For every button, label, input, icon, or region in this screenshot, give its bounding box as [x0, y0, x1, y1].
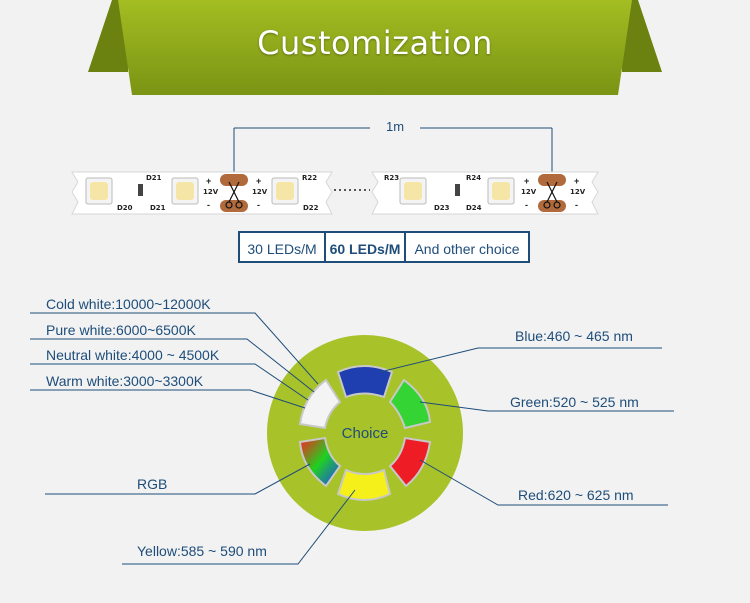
resistor [138, 184, 143, 196]
density-option-other: And other choice [414, 241, 520, 257]
rgb-segment [298, 436, 342, 488]
plus-sign: + [524, 176, 529, 186]
leader-line-neutral-white [30, 363, 309, 401]
component-code: D24 [466, 204, 482, 212]
scissors-icon [543, 181, 561, 209]
resistor [455, 184, 460, 196]
scissors-icon [225, 181, 243, 209]
green-segment [388, 378, 432, 430]
density-option-60: 60 LEDs/M [326, 233, 406, 261]
component-code: D21 [146, 174, 162, 182]
blue-segment [336, 365, 394, 399]
label-yellow: Yellow:585 ~ 590 nm [137, 543, 267, 559]
page-title: Customization [257, 24, 493, 62]
red-segment [388, 436, 432, 488]
choice-label: Choice [341, 425, 389, 442]
label-cold-white: Cold white:10000~12000K [46, 296, 211, 312]
banner-left-wing [88, 0, 128, 72]
voltage-label: 12V [570, 188, 586, 196]
component-code: D21 [150, 204, 166, 212]
strip-segment-left [71, 171, 333, 215]
choice-circle [267, 335, 463, 531]
leader-line-green [419, 401, 674, 412]
leader-line-rgb [45, 463, 311, 495]
label-blue: Blue:460 ~ 465 nm [515, 328, 633, 344]
led-chip [271, 177, 299, 205]
component-code: D22 [303, 204, 319, 212]
color-choice-wheel [30, 312, 674, 565]
banner-right-wing [622, 0, 662, 72]
led-chip [85, 177, 113, 205]
minus-sign: - [525, 200, 528, 210]
leader-line-red [419, 459, 668, 506]
voltage-label: 12V [203, 188, 219, 196]
plus-sign: + [574, 176, 579, 186]
density-option-30: 30 LEDs/M [240, 233, 326, 261]
minus-sign: - [207, 200, 210, 210]
label-green: Green:520 ~ 525 nm [510, 394, 639, 410]
component-code: R23 [384, 174, 399, 182]
component-code: D20 [117, 204, 133, 212]
component-code: D23 [434, 204, 450, 212]
minus-sign: - [257, 200, 260, 210]
density-options: 30 LEDs/M 60 LEDs/M And other choice [238, 231, 530, 263]
label-neutral-white: Neutral white:4000 ~ 4500K [46, 347, 220, 363]
led-chip [399, 177, 427, 205]
leader-line-blue [379, 347, 662, 373]
banner-graphic [88, 0, 662, 95]
banner-ribbon [118, 0, 632, 95]
led-strip-diagram: D20 D21 D21 R22 D22 12V 12V + - + - R23 … [71, 127, 599, 215]
label-warm-white: Warm white:3000~3300K [46, 373, 204, 389]
leader-line-warm-white [30, 389, 306, 409]
plus-sign: + [256, 176, 261, 186]
plus-sign: + [206, 176, 211, 186]
voltage-label: 12V [521, 188, 537, 196]
white-segment [298, 378, 342, 430]
led-chip [171, 177, 199, 205]
leader-line-pure-white [30, 338, 315, 393]
led-chip [487, 177, 515, 205]
component-code: R24 [466, 174, 481, 182]
label-rgb: RGB [137, 476, 168, 492]
length-label: 1m [370, 119, 420, 134]
voltage-label: 12V [252, 188, 268, 196]
label-red: Red:620 ~ 625 nm [518, 487, 634, 503]
minus-sign: - [575, 200, 578, 210]
component-code: R22 [302, 174, 317, 182]
yellow-segment [336, 468, 392, 501]
label-pure-white: Pure white:6000~6500K [46, 322, 196, 338]
leader-line-yellow [122, 489, 356, 565]
leader-line-cold-white [30, 312, 319, 385]
